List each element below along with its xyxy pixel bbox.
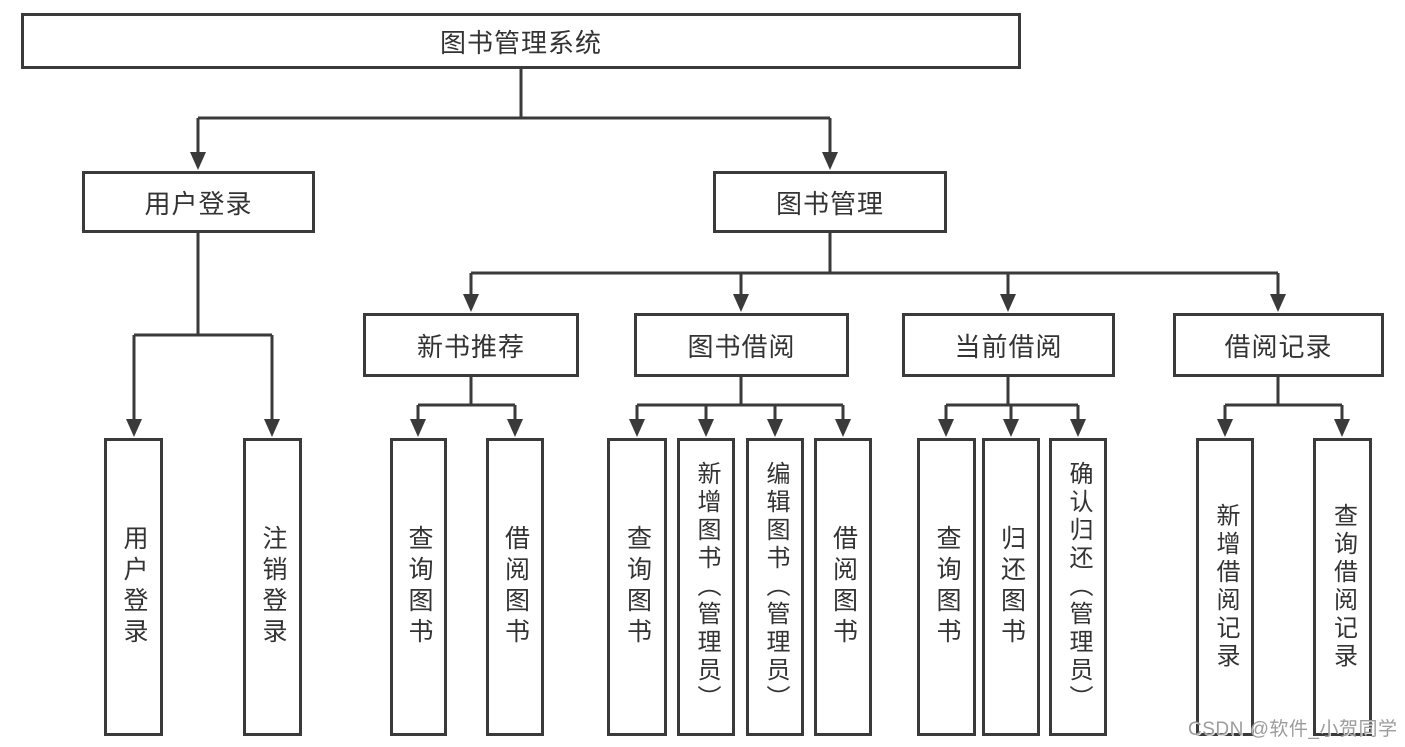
leaf-add-borrow-record-label: 新增借阅记录 [1212,503,1239,671]
node-current-borrow-label: 当前借阅 [954,331,1063,362]
leaf-borrow-books-recommend-label: 借阅图书 [501,525,530,649]
leaf-query-books-borrow: 查询图书 [607,438,667,736]
leaf-add-books-admin: 新增图书（管理员） [677,438,735,736]
leaf-logout: 注销登录 [243,438,302,736]
node-book-management-label: 图书管理 [775,188,884,219]
leaf-confirm-return-admin-label: 确认归还（管理员） [1065,461,1092,713]
leaf-add-borrow-record: 新增借阅记录 [1196,438,1254,736]
leaf-query-books-recommend-label: 查询图书 [405,525,433,649]
node-borrow-record-label: 借阅记录 [1224,331,1333,362]
leaf-borrow-books: 借阅图书 [814,438,872,736]
leaf-query-books-current-label: 查询图书 [933,525,961,649]
connector-book-management-to-level3 [469,233,1280,296]
leaf-query-books-borrow-label: 查询图书 [623,525,652,649]
node-current-borrow: 当前借阅 [902,313,1115,377]
connector-new-book-recommend-to-leaves [416,377,517,421]
node-book-borrow: 图书借阅 [634,313,849,377]
node-root-label: 图书管理系统 [439,27,602,58]
node-new-book-recommend-label: 新书推荐 [416,331,525,362]
leaf-user-login: 用户登录 [104,438,163,736]
node-user-login-label: 用户登录 [144,188,253,219]
connector-root-to-level2 [196,69,832,154]
leaf-query-books-recommend: 查询图书 [390,438,447,736]
node-new-book-recommend: 新书推荐 [363,313,579,377]
node-user-login: 用户登录 [82,171,315,233]
watermark-text: CSDN @软件_小贺同学 [1188,719,1398,740]
leaf-query-borrow-record-label: 查询借阅记录 [1329,503,1357,671]
node-borrow-record: 借阅记录 [1173,313,1384,377]
leaf-return-books: 归还图书 [982,438,1040,736]
leaf-add-books-admin-label: 新增图书（管理员） [693,461,720,713]
connector-current-borrow-to-leaves [944,377,1080,421]
leaf-logout-label: 注销登录 [259,525,287,649]
connector-borrow-record-to-leaves [1223,377,1344,421]
leaf-query-borrow-record: 查询借阅记录 [1313,438,1372,736]
leaf-user-login-label: 用户登录 [120,525,148,649]
leaf-edit-books-admin-label: 编辑图书（管理员） [762,461,789,713]
leaf-return-books-label: 归还图书 [997,525,1026,649]
connector-user-login-to-leaves [132,233,274,421]
node-root: 图书管理系统 [21,13,1021,69]
leaf-confirm-return-admin: 确认归还（管理员） [1049,438,1107,736]
connector-book-borrow-to-leaves [635,377,845,421]
leaf-borrow-books-label: 借阅图书 [829,525,858,649]
leaf-borrow-books-recommend: 借阅图书 [486,438,544,736]
leaf-query-books-current: 查询图书 [917,438,976,736]
node-book-borrow-label: 图书借阅 [687,331,796,362]
node-book-management: 图书管理 [713,171,947,233]
leaf-edit-books-admin: 编辑图书（管理员） [746,438,804,736]
